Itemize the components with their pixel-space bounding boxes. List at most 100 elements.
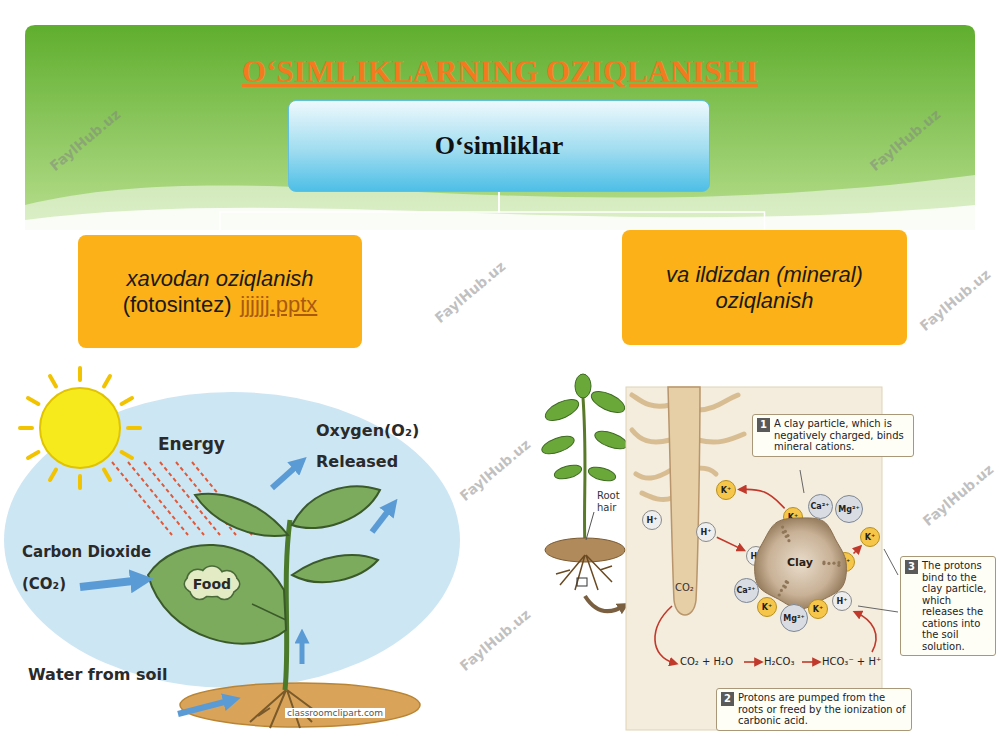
connector — [717, 537, 744, 550]
diagram-label: Water from soil — [28, 665, 167, 684]
food-cloud: Food — [181, 568, 243, 600]
ion-circle: Ca²⁺ — [734, 578, 759, 603]
text-holder: Food — [193, 576, 231, 592]
ion-symbol: Mg²⁺ — [838, 505, 859, 514]
connector — [220, 192, 499, 235]
text-holder: Mg²⁺ — [838, 505, 859, 514]
ion-symbol: H⁺ — [647, 516, 658, 525]
ion-circle: Ca²⁺ — [808, 494, 833, 519]
text-holder: Ca²⁺ — [737, 586, 756, 595]
oxygen-arrow — [272, 463, 300, 488]
branch-box: xavodan oziqlanish(fotosintez) jjjjjj.ppt… — [78, 235, 362, 348]
leader-line — [884, 549, 898, 575]
connector — [739, 489, 785, 508]
ion-symbol: K⁺ — [865, 533, 875, 542]
callout-text: Protons are pumped from the roots or fre… — [738, 692, 907, 727]
equation-term: H₂CO₃ — [764, 656, 794, 667]
ion-circle: K⁺ — [860, 527, 880, 547]
leaf — [148, 545, 286, 644]
diagram-label: (CO₂) — [22, 575, 66, 593]
leader-line — [586, 512, 594, 540]
connector — [499, 192, 765, 230]
node-text: (fotosintez) — [123, 292, 232, 317]
co2-arrow — [80, 580, 142, 587]
ion-symbol: Ca²⁺ — [737, 586, 756, 595]
credit-text: classroomclipart.com — [285, 708, 385, 718]
text-holder: Mg²⁺ — [783, 614, 804, 623]
zoom-box — [577, 578, 587, 586]
callout-number: 1 — [757, 418, 770, 432]
leaf — [195, 494, 288, 536]
text-holder: Ca²⁺ — [811, 502, 830, 511]
sun-rays — [20, 368, 140, 488]
diagram-label: Oxygen(O₂) — [316, 421, 419, 440]
ion-circle: Mg²⁺ — [835, 495, 863, 523]
diagram-label: Carbon Dioxide — [22, 543, 151, 561]
text-holder: Clay — [787, 556, 813, 569]
node-text: va ildizdan (mineral) oziqlanish — [634, 262, 895, 314]
leaf-vein — [252, 604, 286, 620]
slide-title: O‘SIMLIKLARNING OZIQLANISHI — [0, 54, 1000, 90]
leader-line — [800, 470, 804, 493]
ion-circle: H⁺ — [832, 591, 852, 611]
oxygen-arrow — [372, 506, 392, 532]
ion-circle: K⁺ — [808, 599, 828, 619]
node-text: Clay — [787, 556, 813, 569]
diagram-label: Released — [316, 452, 398, 471]
ion-circle: K⁺ — [716, 480, 736, 500]
callout-box: 2 Protons are pumped from the roots or fr… — [716, 688, 912, 731]
ion-circle: Mg²⁺ — [780, 604, 808, 632]
water-arrow — [300, 636, 305, 664]
text-holder: 1 A clay particle, which is negatively ch… — [757, 418, 909, 453]
ion-circle: H⁺ — [696, 522, 716, 542]
watermark: FaylHub.uz — [457, 436, 534, 504]
callout-box: 1 A clay particle, which is negatively ch… — [752, 414, 914, 457]
reaction-arrow — [802, 661, 817, 663]
ion-symbol: Ca²⁺ — [811, 502, 830, 511]
node-text: jjjjjj.pptx — [240, 292, 317, 317]
watermark: FaylHub.uz — [917, 266, 994, 334]
callout-number: 2 — [721, 692, 734, 706]
diagram-label: Energy — [158, 434, 225, 454]
banner-wave — [25, 205, 975, 232]
callout-text: A clay particle, which is negatively cha… — [774, 418, 909, 453]
text-holder: K⁺ — [762, 603, 772, 612]
root — [668, 387, 700, 615]
plant-roots — [556, 555, 612, 590]
sun — [40, 388, 120, 468]
watermark: FaylHub.uz — [457, 606, 534, 674]
part-label: CO₂ — [675, 582, 694, 593]
callout-number: 3 — [905, 560, 918, 574]
branch-box: va ildizdan (mineral) oziqlanish — [622, 230, 907, 345]
category-box: O‘simliklar — [288, 100, 710, 192]
plant-leaves — [540, 374, 630, 483]
part-label: Root hair — [597, 490, 631, 513]
ion-symbol: K⁺ — [813, 605, 823, 614]
text-holder: K⁺ — [865, 533, 875, 542]
text-holder: 3 The protons bind to the clay particle, … — [905, 560, 991, 652]
leader-line — [858, 606, 898, 612]
callout-text: The protons bind to the clay particle, w… — [922, 560, 991, 652]
text-holder: va ildizdan (mineral) oziqlanish — [634, 262, 895, 314]
ion-symbol: K⁺ — [721, 486, 731, 495]
node-text: Food — [193, 576, 231, 592]
text-holder: H⁺ — [647, 516, 658, 525]
text-holder: K⁺ — [721, 486, 731, 495]
zoom-arrow — [585, 596, 624, 611]
callout-box: 3 The protons bind to the clay particle, … — [900, 556, 996, 656]
node-text: xavodan oziqlanish — [123, 266, 318, 292]
node-text: O‘simliklar — [435, 131, 564, 161]
equation-term: HCO₃⁻ + H⁺ — [822, 656, 881, 667]
plant-stem — [582, 385, 585, 548]
watermark: FaylHub.uz — [920, 461, 997, 529]
connector — [853, 546, 860, 553]
ion-symbol: H⁺ — [837, 597, 848, 606]
ion-symbol: K⁺ — [762, 603, 772, 612]
text-holder: K⁺ — [813, 605, 823, 614]
text-holder: H⁺ — [701, 528, 712, 537]
ion-symbol: H⁺ — [701, 528, 712, 537]
leaf — [292, 555, 378, 582]
text-holder: O‘simliklar — [435, 131, 564, 161]
water-arrow — [178, 700, 232, 714]
text-holder: H⁺ — [837, 597, 848, 606]
